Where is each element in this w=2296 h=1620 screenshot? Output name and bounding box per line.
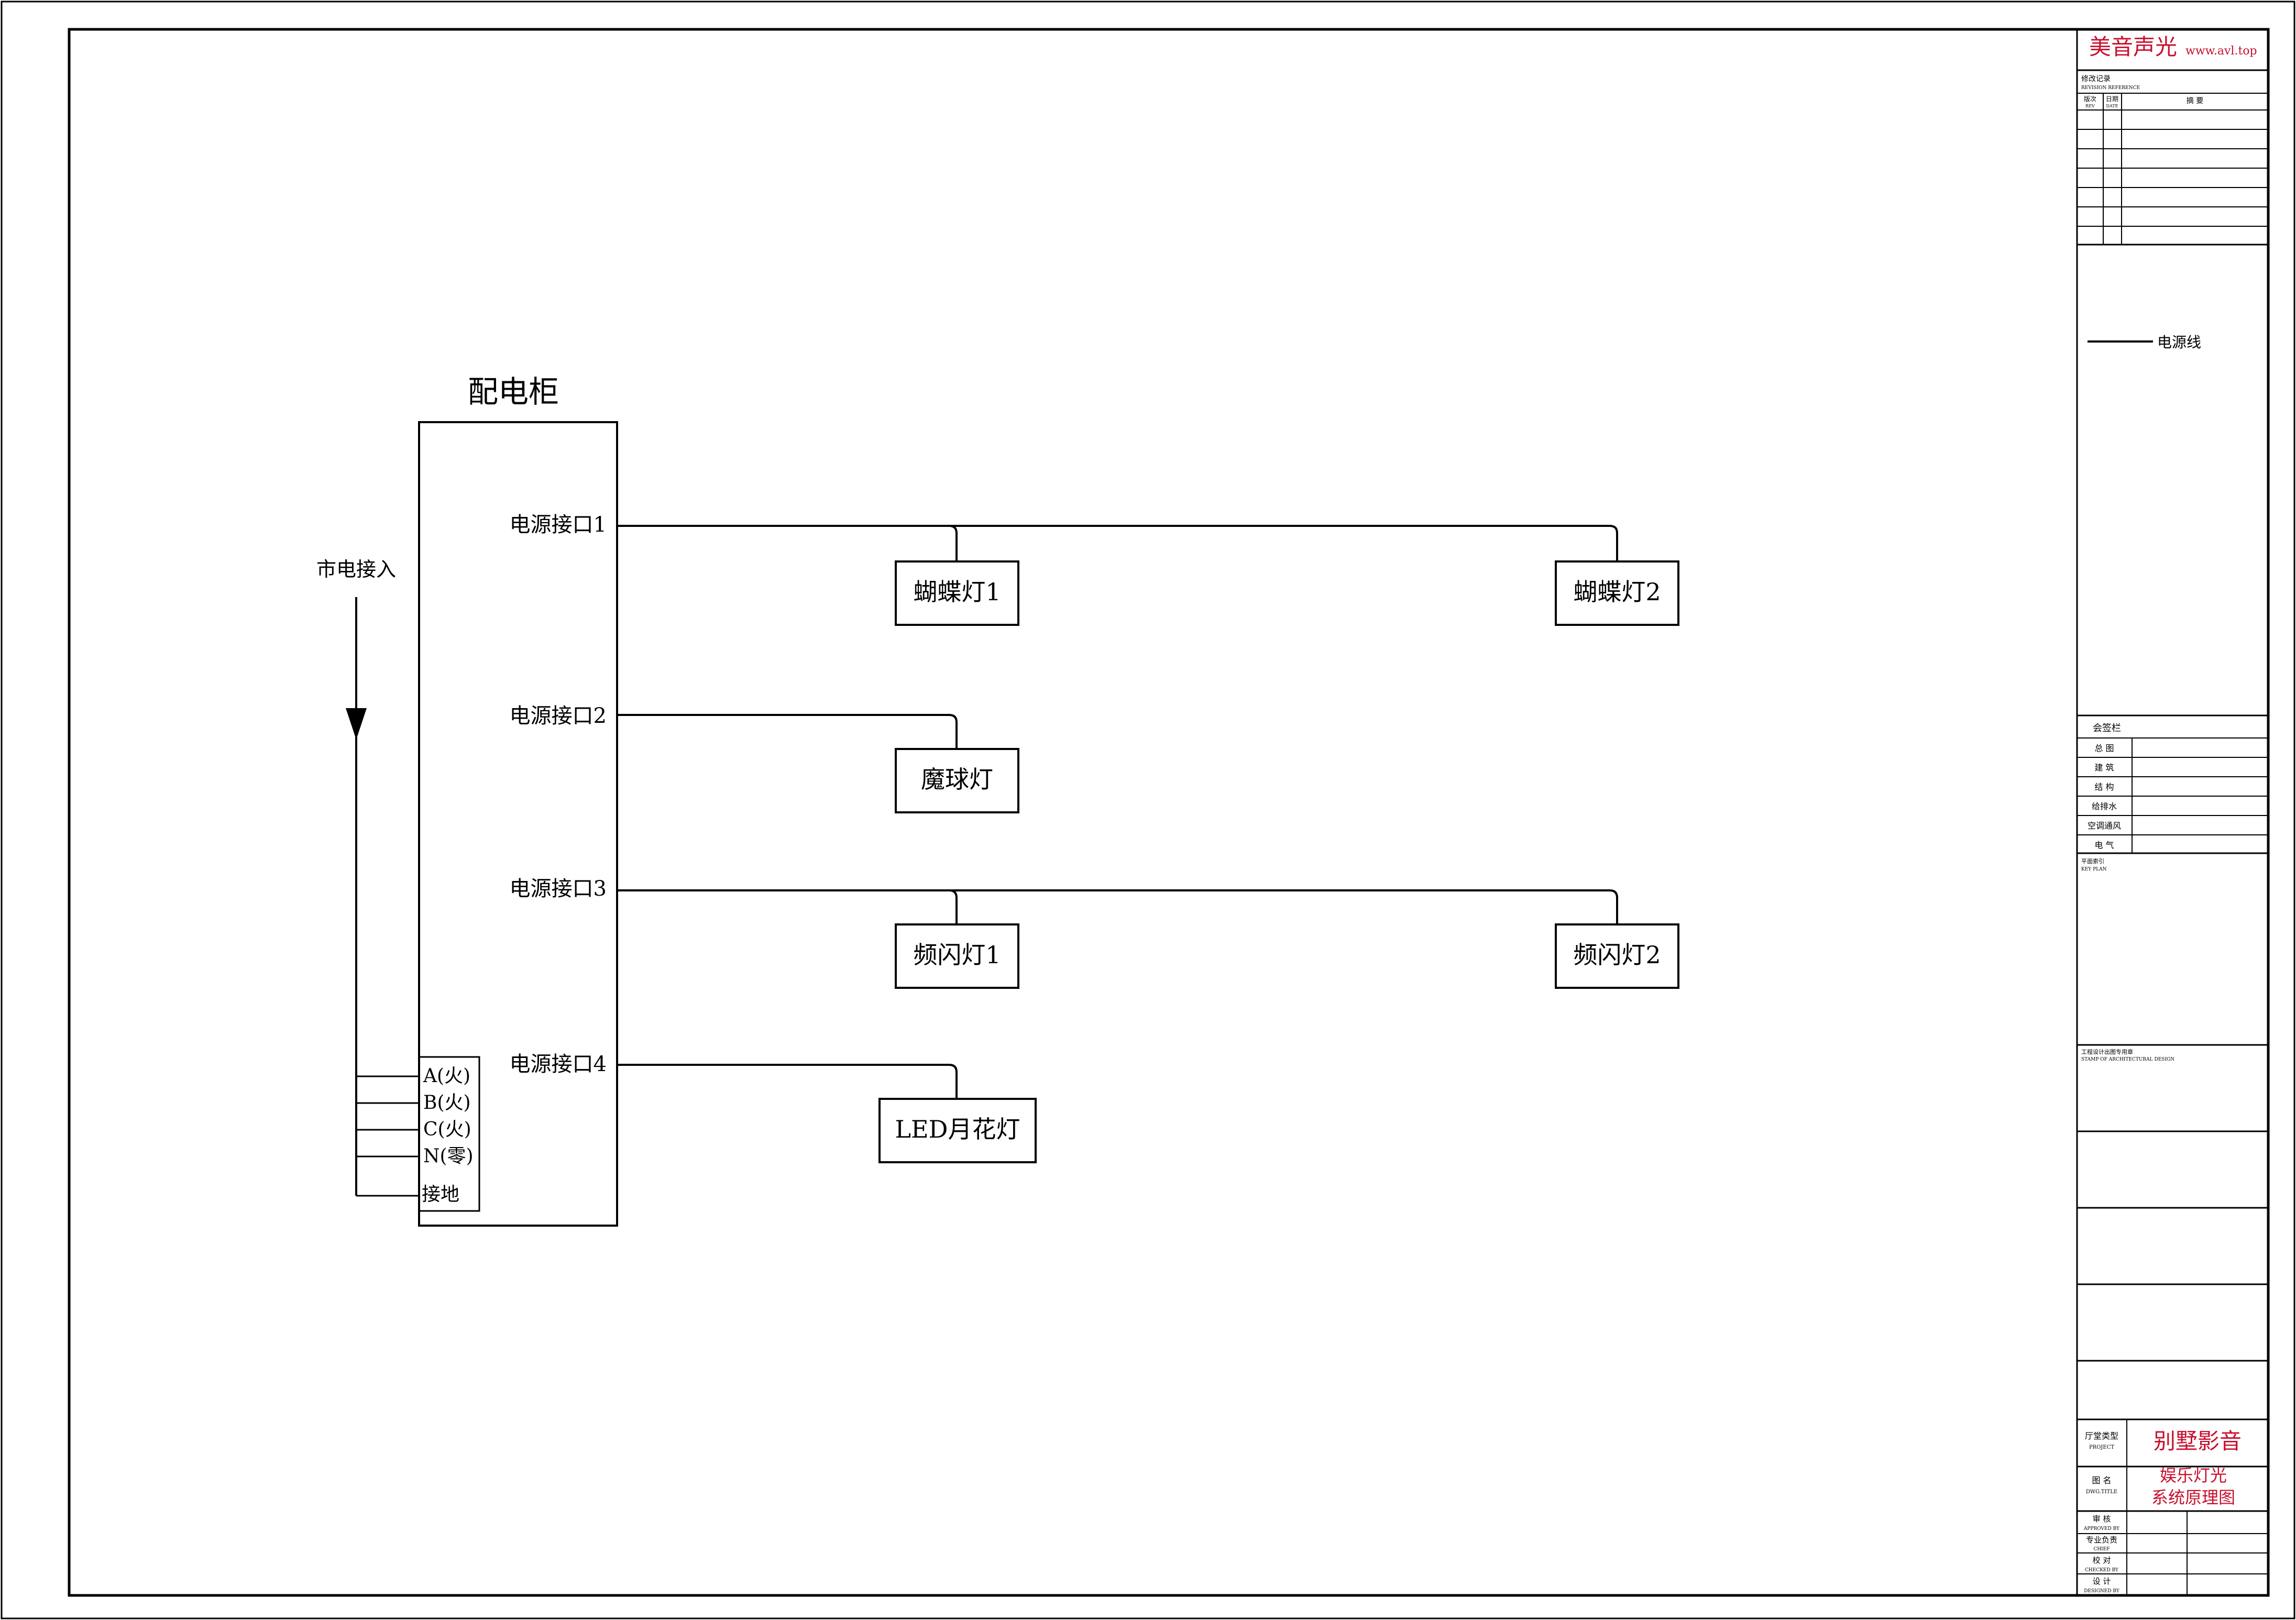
dwg-value-line-1: 娱乐灯光: [2160, 1465, 2227, 1485]
dwg-label: 图 名: [2092, 1475, 2111, 1485]
stamp-title: 工程设计出图专用章: [2081, 1048, 2133, 1055]
designed-label-en: DESIGNED BY: [2084, 1589, 2120, 1594]
light-strobe-2: 频闪灯2: [1573, 941, 1661, 969]
keyplan-title-en: KEY PLAN: [2081, 867, 2107, 872]
rev-col: 版次: [2084, 95, 2096, 103]
light-box-butterfly-2: [1555, 560, 1679, 626]
light-magic-ball: 魔球灯: [921, 765, 993, 794]
approved-label: 审 核: [2093, 1514, 2111, 1524]
port-label-2: 电源接口2: [510, 704, 607, 728]
brand-name: 美音声光: [2089, 34, 2177, 60]
port-label-4: 电源接口4: [510, 1052, 607, 1076]
terminal-a: A(火): [423, 1065, 470, 1087]
date-col-en: DATE: [2106, 104, 2118, 108]
title-block-grid: [2077, 93, 2268, 1595]
project-value: 别墅影音: [2154, 1428, 2242, 1454]
terminal-b: B(火): [423, 1092, 471, 1114]
feeder-lines: [617, 525, 1618, 1099]
sign-row-general: 总 图: [2094, 743, 2114, 753]
port-label-3: 电源接口3: [510, 877, 607, 901]
sign-row-electric: 电 气: [2094, 840, 2114, 850]
chief-label-en: CHIEF: [2093, 1547, 2110, 1552]
drawing-frame: [68, 28, 2270, 1597]
mains-branches: [356, 1075, 419, 1197]
light-box-strobe-1: [895, 923, 1019, 989]
desc-col: 摘 要: [2187, 96, 2203, 105]
light-butterfly-2: 蝴蝶灯2: [1573, 578, 1661, 606]
terminal-c: C(火): [423, 1119, 471, 1140]
approved-label-en: APPROVED BY: [2083, 1526, 2120, 1531]
dwg-value-line-2: 系统原理图: [2151, 1487, 2235, 1507]
light-led-moonflower: LED月花灯: [895, 1115, 1020, 1143]
title-block: [2076, 29, 2268, 1595]
checked-label: 校 对: [2093, 1556, 2111, 1565]
terminal-block: [418, 1056, 480, 1212]
stamp-title-en: STAMP OF ARCHITECTURAL DESIGN: [2081, 1057, 2174, 1062]
checked-label-en: CHECKED BY: [2085, 1568, 2119, 1573]
sign-title: 会签栏: [2093, 723, 2121, 734]
sign-row-arch: 建 筑: [2094, 763, 2114, 773]
light-box-strobe-2: [1555, 923, 1679, 989]
light-butterfly-1: 蝴蝶灯1: [913, 578, 1001, 606]
sign-row-hvac: 空调通风: [2088, 821, 2121, 831]
terminal-ground: 接地: [422, 1184, 459, 1205]
sign-row-struct: 结 构: [2094, 782, 2114, 792]
terminal-n: N(零): [423, 1145, 474, 1167]
sign-row-plumbing: 给排水: [2092, 801, 2117, 811]
light-strobe-1: 频闪灯1: [913, 941, 1001, 969]
rev-col-en: REV: [2085, 104, 2095, 108]
dwg-label-en: DWG.TITLE: [2086, 1489, 2117, 1495]
mains-arrow: [346, 708, 367, 740]
project-label-en: PROJECT: [2089, 1445, 2114, 1450]
light-box-butterfly-1: [895, 560, 1019, 626]
port-label-1: 电源接口1: [510, 513, 607, 537]
light-box-led-moonflower: [878, 1098, 1037, 1163]
keyplan-title: 平面索引: [2081, 857, 2104, 865]
distribution-cabinet: [418, 421, 618, 1227]
light-box-magic-ball: [895, 748, 1019, 813]
project-label: 厅堂类型: [2085, 1431, 2118, 1441]
designed-label: 设 计: [2093, 1577, 2111, 1586]
revision-title: 修改记录: [2081, 75, 2111, 83]
cabinet-title: 配电柜: [468, 374, 559, 410]
date-col: 日期: [2106, 95, 2118, 103]
mains-label: 市电接入: [316, 558, 396, 581]
legend-power-label: 电源线: [2157, 334, 2201, 351]
chief-label: 专业负责: [2086, 1535, 2117, 1545]
revision-title-en: REVISION REFERENCE: [2081, 85, 2140, 91]
brand-url: www.avl.top: [2185, 45, 2257, 58]
